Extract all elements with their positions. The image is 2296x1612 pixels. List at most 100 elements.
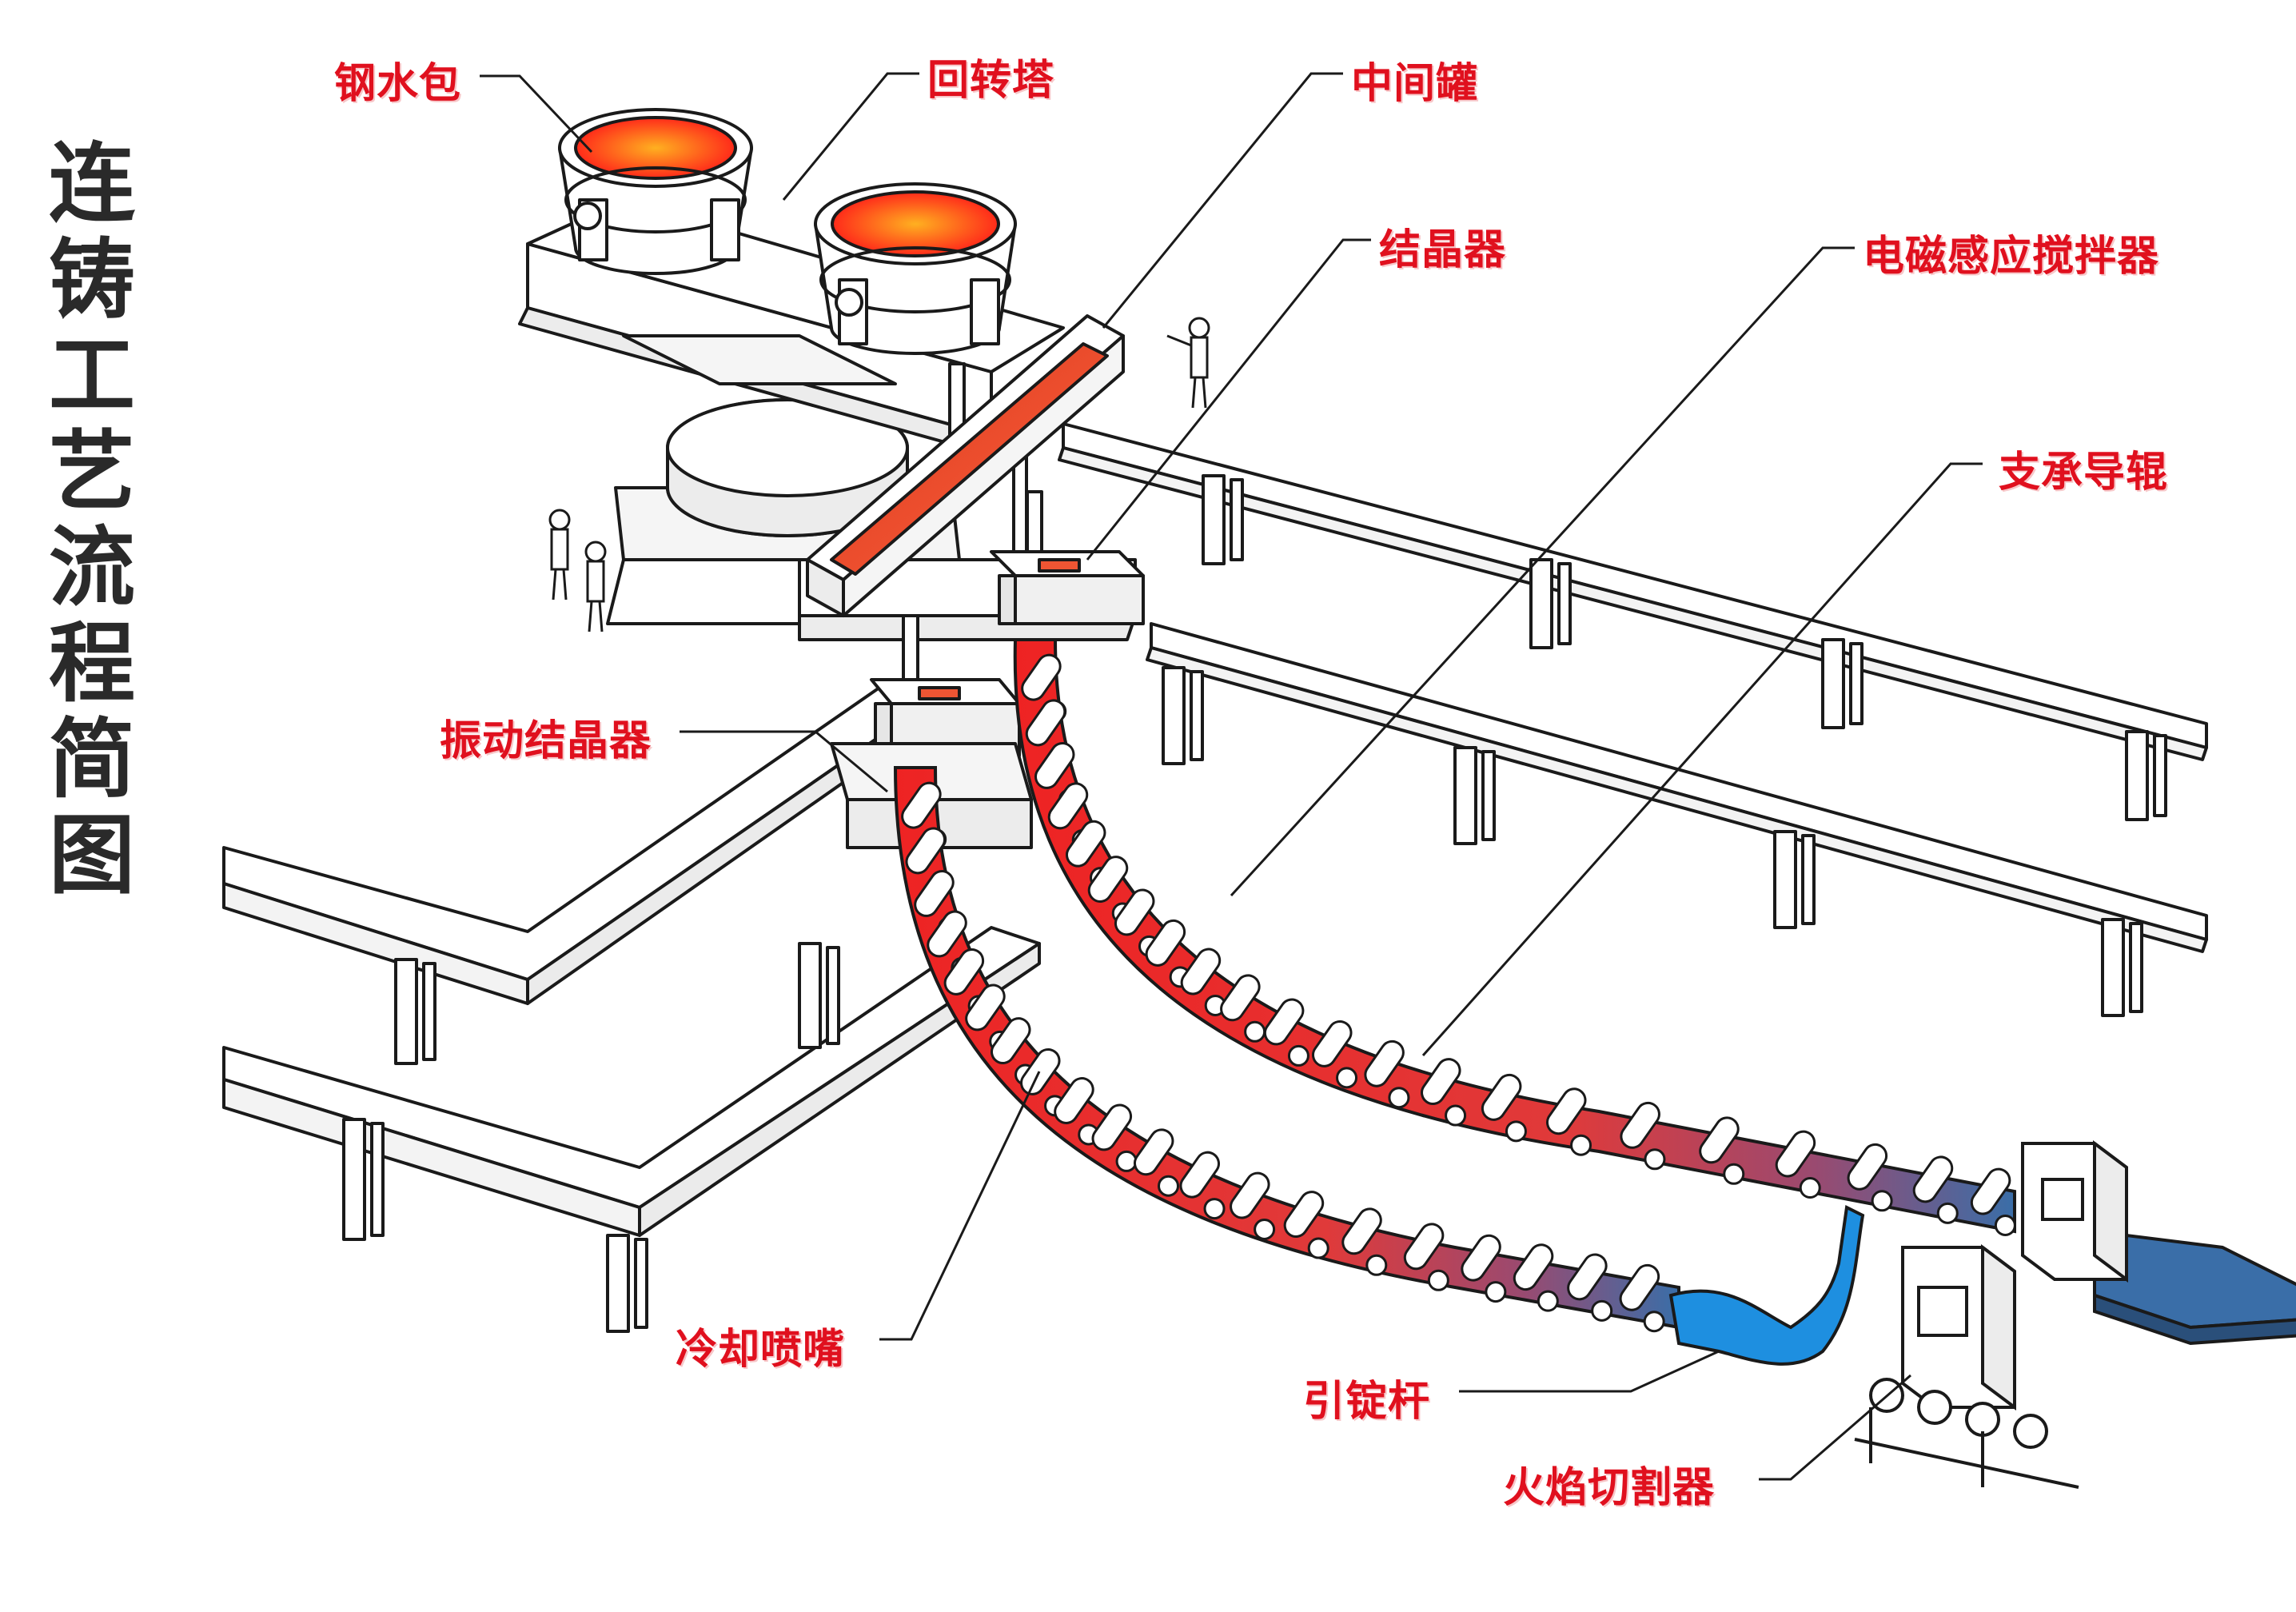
roll bbox=[1847, 1143, 1888, 1191]
label-spray: 冷却喷嘴 bbox=[676, 1326, 846, 1374]
roll bbox=[901, 781, 942, 829]
roll bbox=[1020, 1047, 1061, 1095]
leader-lines bbox=[480, 72, 1983, 1481]
roll bbox=[1620, 1101, 1660, 1149]
roll-end bbox=[1799, 1177, 1821, 1199]
roll-end bbox=[1537, 1290, 1559, 1312]
diagram-title: 连 铸 工 艺 流 程 简 图 bbox=[40, 136, 144, 904]
roll bbox=[1421, 1058, 1461, 1105]
roll-end bbox=[1254, 1218, 1276, 1240]
roll bbox=[1220, 974, 1261, 1022]
strand-right bbox=[1013, 638, 2016, 1234]
title-char: 连 bbox=[48, 134, 135, 234]
roll bbox=[1403, 1223, 1445, 1271]
roll-end bbox=[1591, 1299, 1613, 1322]
torch-cutter bbox=[1854, 1140, 2128, 1489]
roll bbox=[1091, 1103, 1133, 1151]
roll bbox=[1461, 1234, 1501, 1282]
upper-platform-legs bbox=[1162, 474, 2167, 1017]
roll bbox=[1263, 998, 1305, 1046]
roll-end bbox=[1336, 1067, 1358, 1089]
roll bbox=[1699, 1116, 1740, 1164]
roll bbox=[1912, 1155, 1954, 1203]
roll bbox=[1341, 1207, 1382, 1255]
roll bbox=[1513, 1243, 1554, 1291]
title-char: 铸 bbox=[48, 229, 135, 330]
mold-right bbox=[990, 550, 1145, 625]
roll-end bbox=[1244, 1020, 1266, 1043]
roll bbox=[965, 984, 1006, 1031]
roll bbox=[943, 948, 985, 996]
label-ladle: 钢水包 bbox=[334, 60, 462, 108]
title-char: 简 bbox=[48, 709, 135, 810]
roll bbox=[1087, 856, 1129, 903]
roll bbox=[1364, 1039, 1405, 1087]
roll bbox=[927, 910, 967, 958]
title-char: 工 bbox=[48, 325, 135, 426]
roll-end bbox=[1203, 1198, 1226, 1220]
roll-end bbox=[1365, 1254, 1388, 1276]
roll bbox=[1283, 1191, 1325, 1238]
label-torch-cutter: 火焰切割器 bbox=[1503, 1464, 1716, 1512]
roll-end bbox=[1570, 1134, 1592, 1156]
roll-end bbox=[1445, 1104, 1467, 1127]
roll-end bbox=[1643, 1311, 1665, 1333]
title-char: 程 bbox=[48, 613, 135, 714]
roll bbox=[1619, 1263, 1660, 1311]
roll-end bbox=[1287, 1044, 1309, 1067]
runout-slab bbox=[2093, 1229, 2296, 1346]
roll-end bbox=[1115, 1150, 1138, 1172]
lower-platform bbox=[222, 686, 1041, 1237]
title-char: 流 bbox=[48, 517, 135, 618]
roll-end bbox=[1505, 1120, 1527, 1143]
roll bbox=[1133, 1128, 1174, 1176]
roll bbox=[1311, 1019, 1353, 1067]
roll bbox=[1545, 1087, 1587, 1135]
ladle-left bbox=[558, 108, 753, 275]
roll bbox=[1179, 1151, 1221, 1199]
mold-left bbox=[830, 678, 1033, 849]
workers bbox=[548, 317, 1210, 632]
roll-end bbox=[1307, 1237, 1329, 1259]
roll bbox=[1775, 1130, 1816, 1178]
roll bbox=[905, 827, 947, 875]
label-mold: 结晶器 bbox=[1379, 226, 1507, 274]
roll bbox=[1180, 948, 1222, 996]
roll bbox=[1021, 653, 1062, 701]
ladle-right bbox=[814, 182, 1017, 355]
roll bbox=[1567, 1253, 1608, 1301]
roll-end bbox=[1485, 1281, 1507, 1303]
roll-end bbox=[1723, 1163, 1745, 1185]
roll-end bbox=[1644, 1148, 1666, 1171]
roll bbox=[1481, 1073, 1522, 1121]
roll bbox=[1034, 742, 1075, 789]
label-tundish: 中间罐 bbox=[1351, 60, 1479, 108]
roll-end bbox=[1871, 1190, 1893, 1212]
title-char: 图 bbox=[48, 805, 135, 906]
roll bbox=[914, 870, 955, 917]
roll bbox=[1145, 919, 1186, 967]
label-support-rolls: 支承导辊 bbox=[1999, 449, 2169, 497]
label-dummy-bar: 引锭杆 bbox=[1303, 1378, 1431, 1426]
label-osc-mold: 振动结晶器 bbox=[440, 717, 652, 765]
support-rolls bbox=[901, 653, 2016, 1333]
title-char: 艺 bbox=[48, 421, 135, 522]
roll bbox=[1025, 699, 1066, 747]
roll bbox=[1065, 820, 1106, 868]
roll bbox=[1047, 782, 1089, 830]
roll bbox=[1970, 1167, 2011, 1215]
strand-left bbox=[893, 766, 1680, 1330]
lower-platform-legs bbox=[342, 942, 840, 1333]
roll-end bbox=[1936, 1202, 1959, 1224]
label-turret: 回转塔 bbox=[927, 57, 1055, 105]
tundish bbox=[806, 314, 1125, 617]
label-ems: 电磁感应搅拌器 bbox=[1863, 233, 2160, 281]
roll-end bbox=[1158, 1175, 1180, 1197]
dummy-bar bbox=[1668, 1204, 1865, 1366]
roll bbox=[1114, 888, 1155, 936]
roll-end bbox=[1388, 1087, 1410, 1109]
roll bbox=[991, 1017, 1031, 1065]
roll-end bbox=[1994, 1214, 2016, 1236]
